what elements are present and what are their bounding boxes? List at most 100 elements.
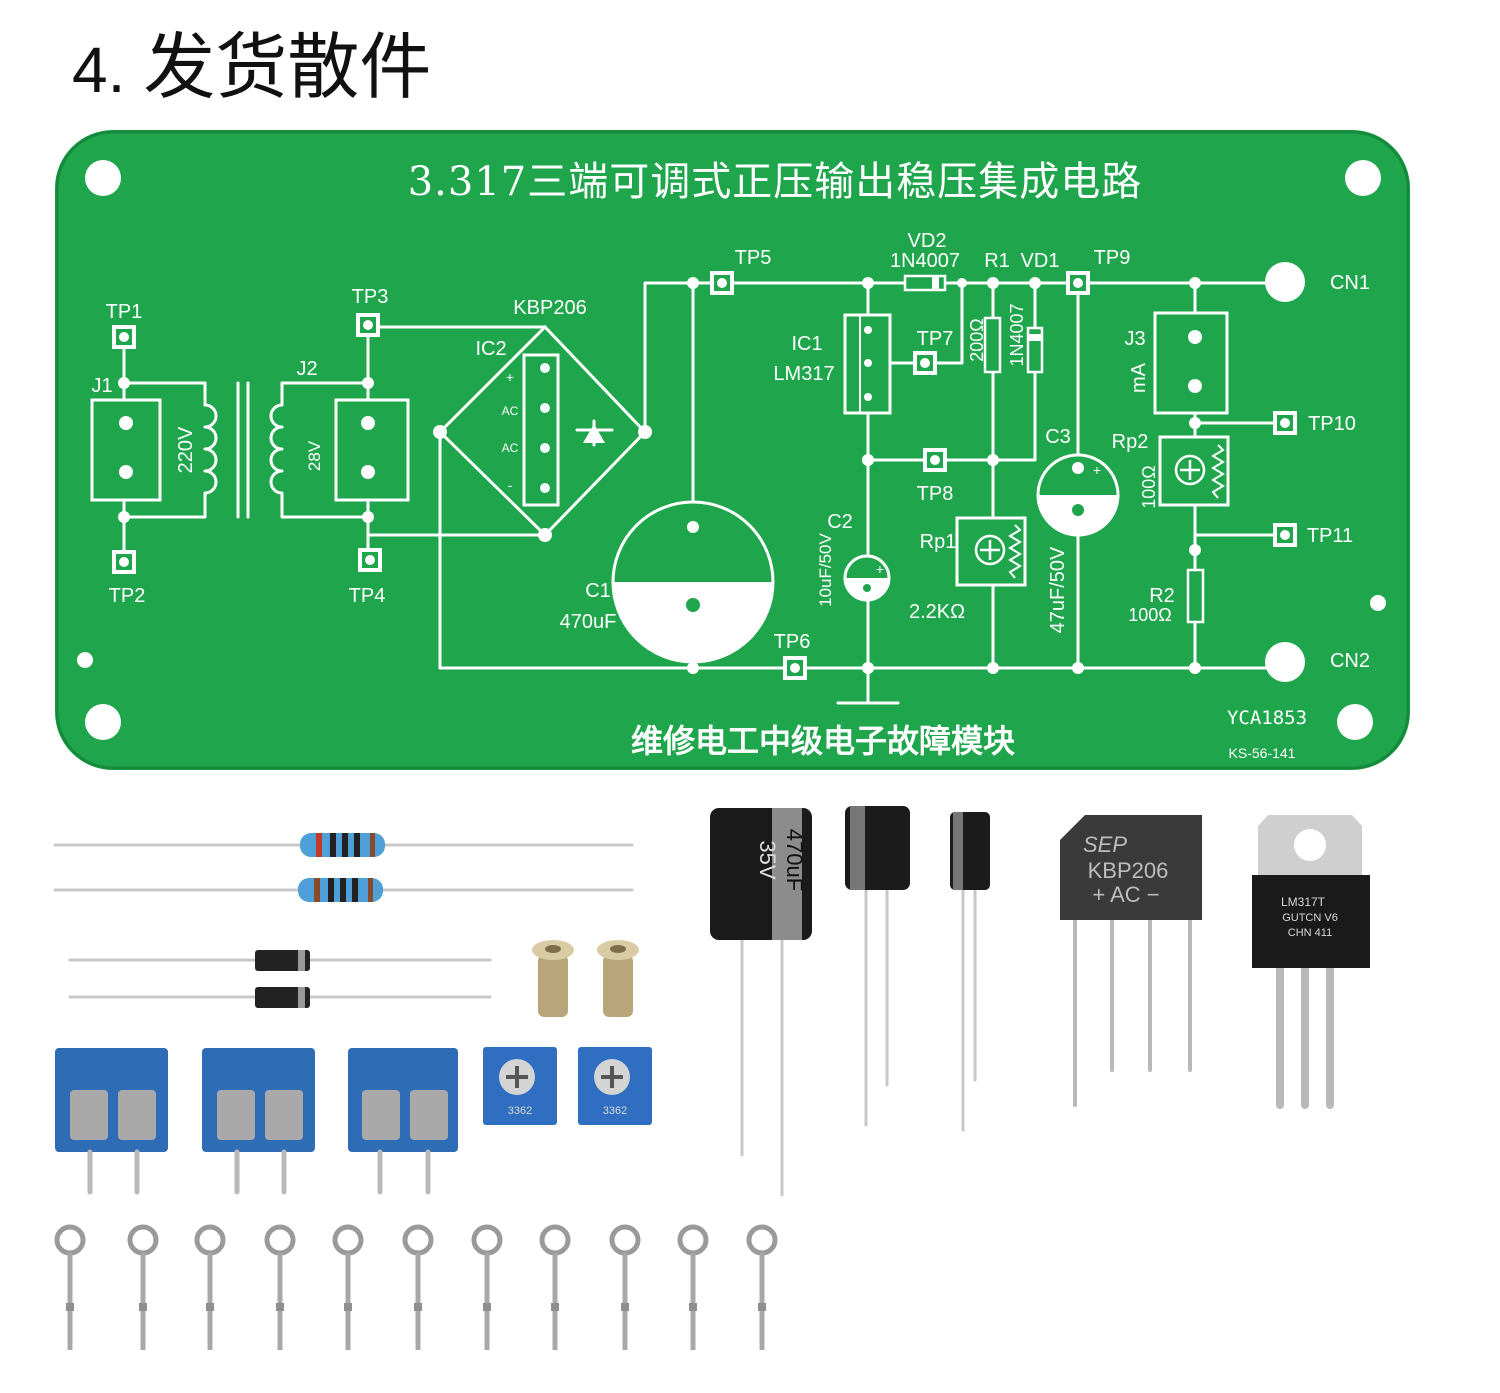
label-tp2: TP2 <box>109 585 146 607</box>
node <box>638 425 652 439</box>
label-j2: J2 <box>296 358 317 380</box>
mounting-hole-top-left <box>85 160 121 196</box>
label-r2-value: 100Ω <box>1128 605 1172 625</box>
node <box>862 662 874 674</box>
node <box>538 528 552 542</box>
label-bridge-ac2: AC <box>502 441 519 455</box>
page-heading: 4.发货散件 <box>72 8 431 113</box>
eye-pin <box>539 1224 571 1350</box>
eye-pin <box>609 1224 641 1350</box>
heading-number: 4. <box>72 34 126 106</box>
tp6-pad <box>783 656 807 680</box>
r1-footprint <box>983 316 1002 374</box>
pcb-model: YCA1853 <box>1227 707 1307 729</box>
j2-pad <box>361 465 375 479</box>
tp9-pad <box>1066 271 1090 295</box>
j2-pad <box>361 416 375 430</box>
label-r1: R1 <box>984 250 1010 272</box>
node <box>1189 417 1201 429</box>
label-tp3: TP3 <box>352 286 389 308</box>
label-tp10: TP10 <box>1308 413 1356 435</box>
label-tp11: TP11 <box>1307 525 1353 547</box>
j3-connector-outline <box>1153 311 1229 415</box>
pcb-title: 3.317三端可调式正压输出稳压集成电路 <box>408 159 1143 205</box>
capacitor-large: 470uF 35V <box>710 808 812 1197</box>
node <box>362 511 374 523</box>
cn2-hole <box>1265 642 1305 682</box>
label-rp2: Rp2 <box>1112 431 1149 453</box>
heading-text: 发货散件 <box>143 28 432 108</box>
label-tp5: TP5 <box>735 247 772 269</box>
label-tp6: TP6 <box>774 631 811 653</box>
node <box>1029 277 1041 289</box>
label-r1-value: 200Ω <box>967 318 987 362</box>
diode <box>68 987 492 1008</box>
node <box>1189 277 1201 289</box>
label-j1: J1 <box>91 375 112 397</box>
tp2-pad <box>112 550 136 574</box>
bridge-model: KBP206 <box>1088 858 1169 883</box>
node <box>862 454 874 466</box>
primary-coil <box>122 403 218 552</box>
pcb-nodes <box>118 277 1201 674</box>
trace-vd1 <box>991 281 1037 462</box>
pot-label: 3362 <box>508 1105 532 1117</box>
label-c2-value: 10uF/50V <box>816 532 835 606</box>
node <box>1189 544 1201 556</box>
label-cn2: CN2 <box>1330 650 1370 672</box>
label-c1: C1 <box>585 580 611 602</box>
label-vd1: VD1 <box>1021 250 1060 272</box>
pcb-edge <box>55 130 1410 770</box>
label-j3-value: mA <box>1128 362 1150 393</box>
small-hole-left <box>77 652 93 668</box>
label-j2-value: 28V <box>305 440 324 471</box>
eye-pin <box>194 1224 226 1350</box>
trim-potentiometer: 3362 <box>578 1047 652 1125</box>
bridge-rectifier: SEP KBP206 + AC − <box>1060 815 1202 1107</box>
vd1-diode-footprint <box>1026 326 1044 374</box>
eye-pin <box>54 1224 86 1350</box>
node <box>987 662 999 674</box>
eye-pin <box>127 1224 159 1350</box>
label-ic2: IC2 <box>475 338 506 360</box>
node <box>433 425 447 439</box>
label-tp7: TP7 <box>917 328 954 350</box>
label-tp9: TP9 <box>1094 247 1131 269</box>
cap-voltage: 35V <box>755 840 780 879</box>
label-vd2: VD2 <box>908 230 947 252</box>
standoff <box>532 940 574 1017</box>
node <box>362 377 374 389</box>
mounting-hole-bottom-right <box>1337 704 1373 740</box>
j1-connector-outline <box>90 398 162 502</box>
bridge-brand: SEP <box>1083 832 1127 857</box>
node <box>957 278 967 288</box>
label-r2: R2 <box>1149 585 1175 607</box>
tp3-pad <box>356 313 380 337</box>
bridge-diode-symbol <box>575 419 614 447</box>
resistor <box>53 878 634 902</box>
c3-capacitor-footprint <box>1036 453 1120 537</box>
diode <box>68 950 492 971</box>
terminal-block <box>202 1048 315 1195</box>
label-rp2-value: 100Ω <box>1139 465 1159 509</box>
small-hole-right <box>1370 595 1386 611</box>
eye-pin <box>746 1224 778 1350</box>
regulator-line2: GUTCN V6 <box>1282 912 1338 924</box>
c3-plus-mark: + <box>1093 462 1101 478</box>
standoff <box>597 940 639 1017</box>
tp7-pad <box>913 351 937 375</box>
label-c3-value: 47uF/50V <box>1047 546 1069 633</box>
rp1-potentiometer-footprint <box>955 516 1027 587</box>
eye-pin <box>332 1224 364 1350</box>
tp8-pad <box>923 448 947 472</box>
trim-potentiometer: 3362 <box>483 1047 557 1125</box>
capacitor-small <box>950 812 990 1132</box>
cn1-hole <box>1265 262 1305 302</box>
label-cn1: CN1 <box>1330 272 1370 294</box>
voltage-regulator: LM317T GUTCN V6 CHN 411 <box>1252 815 1370 1109</box>
node <box>987 277 999 289</box>
node <box>118 377 130 389</box>
c1-capacitor-footprint <box>611 500 775 664</box>
eye-pin <box>677 1224 709 1350</box>
label-vd2-part: 1N4007 <box>890 250 960 272</box>
